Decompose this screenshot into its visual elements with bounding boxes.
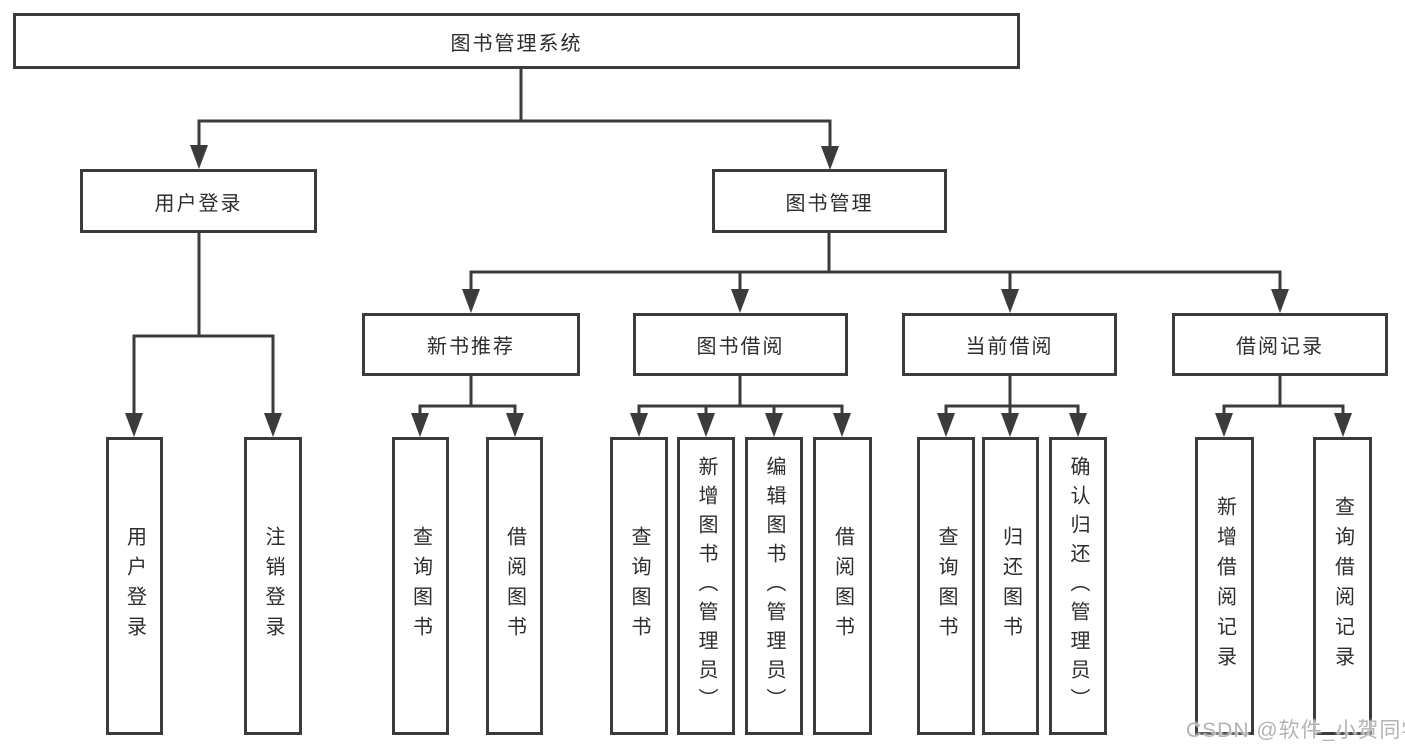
node-borrow-record: 借阅记录 — [1172, 313, 1388, 376]
node-current-borrow: 当前借阅 — [902, 313, 1117, 376]
leaf-query-books-borrow: 查询图书 — [610, 437, 668, 735]
node-user-login: 用户登录 — [80, 169, 317, 233]
leaf-return-books: 归还图书 — [982, 437, 1039, 735]
leaf-confirm-return-admin: 确认归还（管理员） — [1049, 437, 1107, 735]
leaf-user-login: 用户登录 — [106, 437, 163, 735]
leaf-add-books-admin: 新增图书（管理员） — [677, 437, 735, 735]
branch-lines — [132, 69, 1345, 413]
leaf-borrow-books: 借阅图书 — [813, 437, 872, 735]
leaf-edit-books-admin: 编辑图书（管理员） — [745, 437, 803, 735]
leaf-query-books-current: 查询图书 — [917, 437, 975, 735]
leaf-logout: 注销登录 — [244, 437, 302, 735]
node-book-borrow: 图书借阅 — [633, 313, 848, 376]
leaf-query-books-recommend: 查询图书 — [392, 437, 449, 735]
node-new-book-recommend: 新书推荐 — [362, 313, 580, 376]
node-library-management-system: 图书管理系统 — [13, 13, 1020, 69]
leaf-add-borrow-record: 新增借阅记录 — [1195, 437, 1254, 735]
leaf-query-borrow-record: 查询借阅记录 — [1313, 437, 1372, 735]
arrowheads — [125, 145, 1352, 437]
leaf-borrow-books-recommend: 借阅图书 — [486, 437, 543, 735]
csdn-watermark: CSDN @软件_小贺同学 — [1186, 719, 1405, 742]
node-book-management: 图书管理 — [712, 169, 947, 233]
